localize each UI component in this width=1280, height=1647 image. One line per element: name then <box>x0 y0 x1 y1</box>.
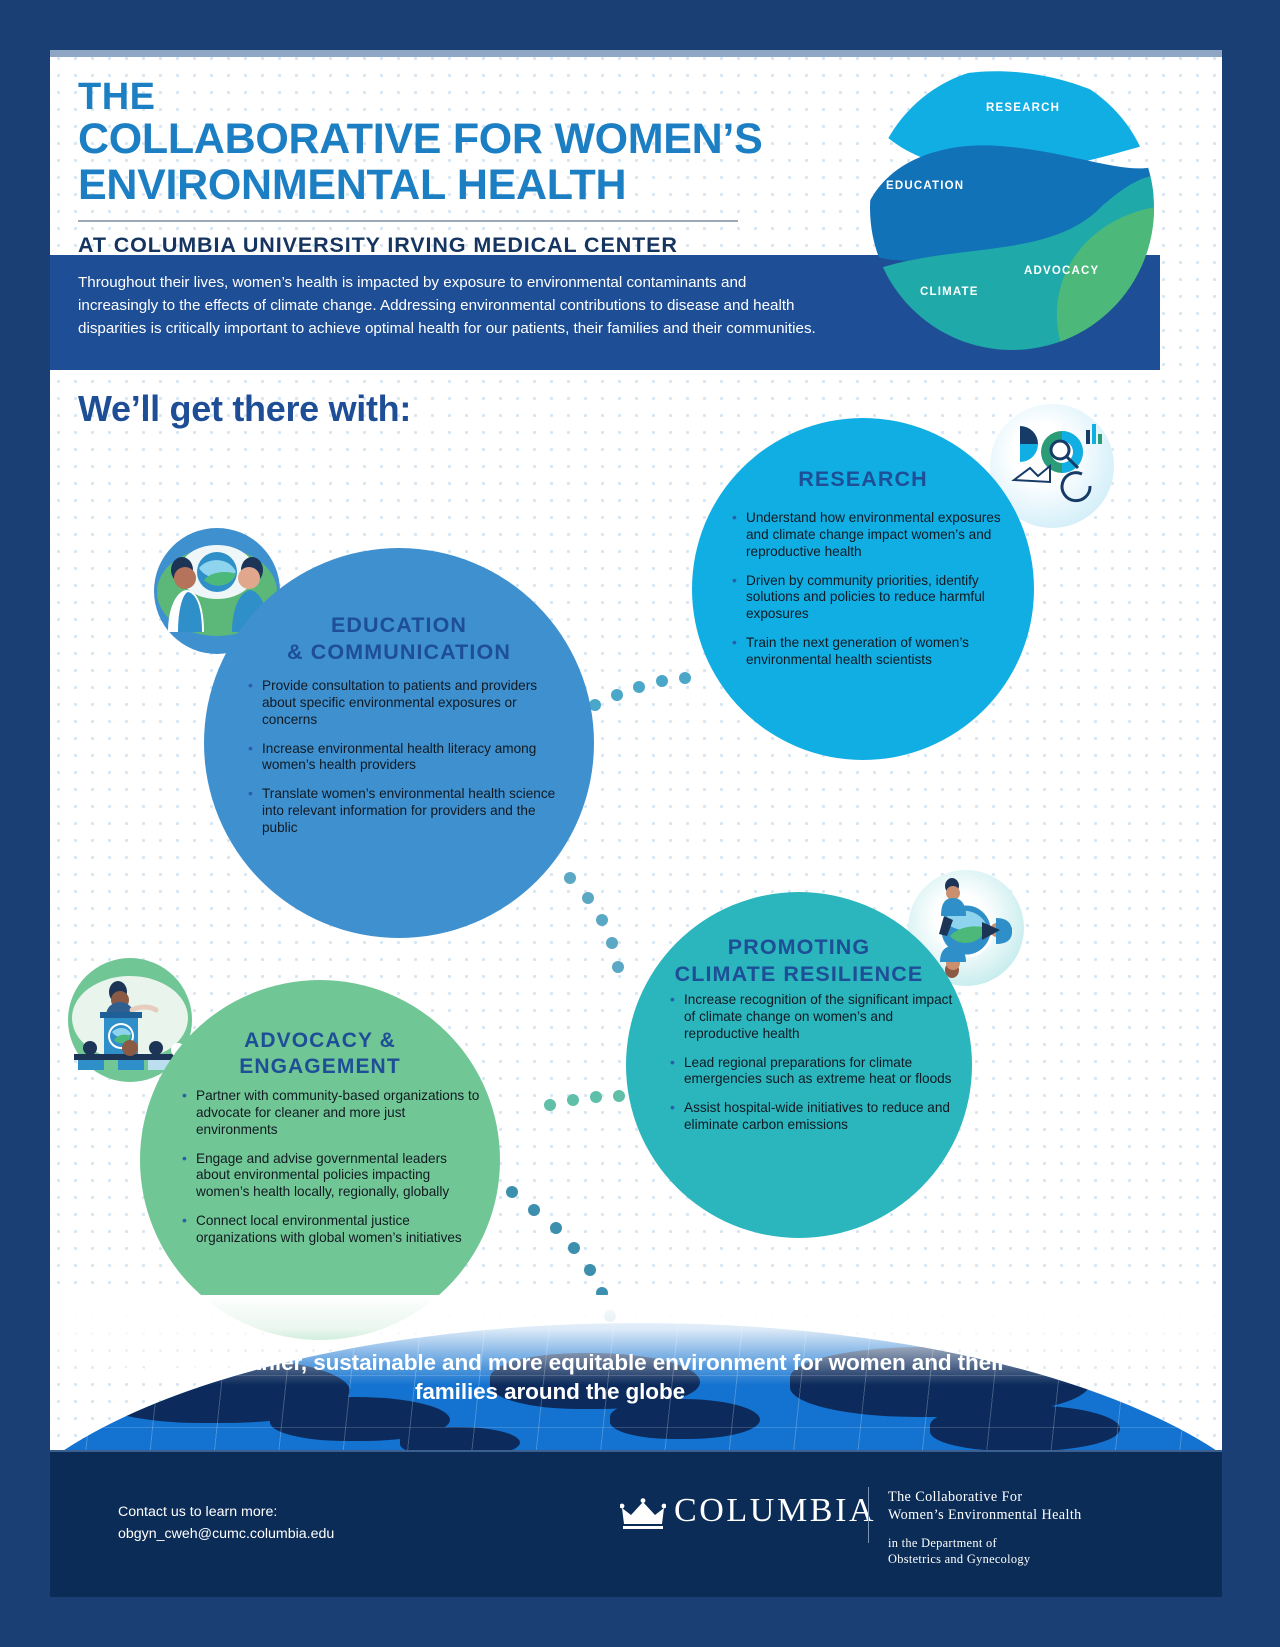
page-section-heading: We’ll get there with: <box>78 388 412 429</box>
pillar-bubble-education: EDUCATION & COMMUNICATION Provide consul… <box>204 548 594 938</box>
pillar-title-advocacy-line1: ADVOCACY & <box>244 1029 396 1052</box>
list-item: Engage and advise governmental leaders a… <box>182 1150 482 1202</box>
list-item: Increase environmental health literacy a… <box>248 740 558 775</box>
globe-top-fade <box>50 1295 1222 1385</box>
columbia-crown-icon <box>620 1498 666 1529</box>
pillar-title-education-line1: EDUCATION <box>330 613 468 637</box>
canvas: THE COLLABORATIVE FOR WOMEN’S ENVIRONMEN… <box>50 50 1222 1597</box>
title-line-1: THE <box>78 76 156 118</box>
globe-band <box>50 1295 1222 1450</box>
list-item: Assist hospital-wide initiatives to redu… <box>670 1099 956 1134</box>
pillar-title-advocacy-line2: ENGAGEMENT <box>239 1055 401 1079</box>
logo-label-research: RESEARCH <box>986 102 1061 114</box>
people-globe-icon <box>938 878 1012 978</box>
contact-email[interactable]: obgyn_cweh@cumc.columbia.edu <box>118 1525 335 1542</box>
two-people-talking-icon <box>157 545 277 636</box>
lockup-line-4: Obstetrics and Gynecology <box>888 1552 1031 1567</box>
pillar-title-research: RESEARCH <box>798 467 928 491</box>
list-item: Partner with community-based organizatio… <box>182 1087 482 1139</box>
contact-label: Contact us to learn more: <box>118 1504 278 1520</box>
contact-block: Contact us to learn more: obgyn_cweh@cum… <box>118 1502 334 1545</box>
title-divider-top <box>78 220 738 223</box>
list-item: Provide consultation to patients and pro… <box>248 677 558 729</box>
border-bottom <box>0 1597 1280 1647</box>
pillar-bubble-research: RESEARCH Understand how environmental ex… <box>692 418 1034 760</box>
pillar-title-climate-line1: PROMOTING <box>727 935 871 959</box>
title-line-3: ENVIRONMENTAL HEALTH <box>78 160 627 209</box>
research-chart-icon <box>1011 424 1102 503</box>
lockup-line-3: in the Department of <box>888 1535 997 1550</box>
columbia-wordmark: COLUMBIA <box>674 1492 877 1529</box>
list-item: Train the next generation of women’s env… <box>732 634 1010 669</box>
pillar-title-advocacy: ADVOCACY & ENGAGEMENT <box>140 1028 500 1081</box>
intro-paragraph: Throughout their lives, women’s health i… <box>78 274 816 337</box>
list-item: Understand how environmental exposures a… <box>732 509 1010 561</box>
logo-label-advocacy: ADVOCACY <box>1024 265 1100 277</box>
pillar-bubble-climate: PROMOTING CLIMATE RESILIENCE Increase re… <box>626 892 972 1238</box>
logo-svg <box>870 71 1154 350</box>
footer-lockup: The Collaborative For Women’s Environmen… <box>888 1488 1188 1567</box>
list-item: Translate women’s environmental health s… <box>248 785 558 837</box>
pillar-title-education: EDUCATION & COMMUNICATION <box>204 612 594 666</box>
header-subtitle: AT COLUMBIA UNIVERSITY IRVING MEDICAL CE… <box>78 233 678 258</box>
lockup-line-2: Women’s Environmental Health <box>888 1507 1082 1524</box>
list-item: Driven by community priorities, identify… <box>732 572 1010 624</box>
education-icon-bubble <box>154 528 280 654</box>
lockup-line-1: The Collaborative For <box>888 1489 1023 1505</box>
border-right <box>1222 0 1280 1647</box>
header-top-rule <box>50 50 1222 57</box>
footer-top-rule <box>50 1450 1222 1452</box>
list-item: Increase recognition of the significant … <box>670 991 956 1043</box>
border-top <box>0 0 1280 50</box>
pillar-title-education-line2: & COMMUNICATION <box>287 640 511 665</box>
border-left <box>0 0 50 1647</box>
logo-label-education: EDUCATION <box>886 180 965 192</box>
list-item: Connect local environmental justice orga… <box>182 1212 482 1247</box>
pillar-title-climate: PROMOTING CLIMATE RESILIENCE <box>626 934 972 988</box>
header-title-block: THE COLLABORATIVE FOR WOMEN’S ENVIRONMEN… <box>78 76 838 273</box>
pillar-bullets-research: Understand how environmental exposures a… <box>732 509 1010 681</box>
pillar-bubble-advocacy: ADVOCACY & ENGAGEMENT Partner with commu… <box>140 980 500 1340</box>
pillar-bullets-advocacy: Partner with community-based organizatio… <box>182 1087 482 1259</box>
climate-icon-bubble <box>908 870 1024 986</box>
logo-label-climate: CLIMATE <box>920 286 979 298</box>
footer-divider <box>868 1487 869 1543</box>
pillar-title-climate-line2: CLIMATE RESILIENCE <box>674 962 924 987</box>
title-line-2: COLLABORATIVE FOR WOMEN’S <box>78 115 763 163</box>
logo-petal-research <box>870 71 1154 172</box>
pillar-bullets-climate: Increase recognition of the significant … <box>670 991 956 1146</box>
cweh-logo-mark: RESEARCH EDUCATION CLIMATE ADVOCACY <box>850 58 1170 358</box>
tagline-text: Creating a healthier, sustainable and mo… <box>94 1350 1006 1405</box>
list-item: Lead regional preparations for climate e… <box>670 1054 956 1089</box>
pillar-bullets-education: Provide consultation to patients and pro… <box>248 677 558 849</box>
